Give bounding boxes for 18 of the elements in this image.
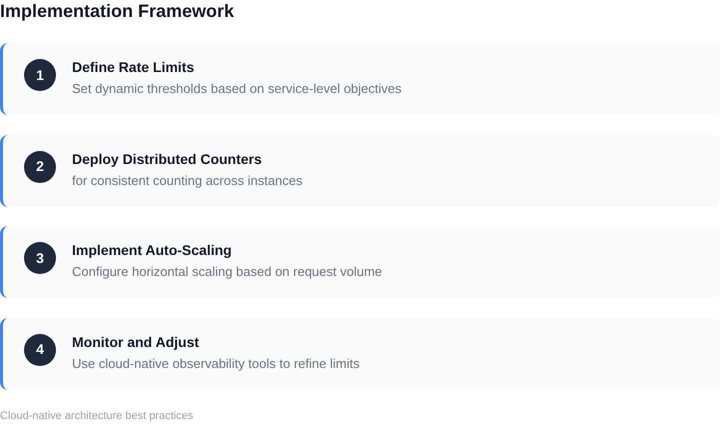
step-card bbox=[0, 134, 720, 207]
step-number: 3 bbox=[24, 242, 56, 274]
step-heading: Implement Auto-Scaling bbox=[72, 241, 232, 260]
step-number: 4 bbox=[24, 334, 56, 366]
step-card bbox=[0, 226, 720, 298]
caption: Cloud-native architecture best practices bbox=[0, 409, 194, 423]
step-heading: Define Rate Limits bbox=[72, 58, 194, 76]
step-heading: Deploy Distributed Counters bbox=[72, 150, 262, 168]
step-card bbox=[0, 318, 720, 390]
step-description: Use cloud-native observability tools to refine limits bbox=[72, 354, 360, 372]
step-number: 2 bbox=[24, 150, 56, 183]
step-description: Set dynamic thresholds based on service-level objectives bbox=[72, 80, 402, 97]
step-number: 1 bbox=[24, 59, 56, 91]
step-card bbox=[0, 43, 720, 115]
step-heading: Monitor and Adjust bbox=[72, 332, 200, 351]
step-description: for consistent counting across instances bbox=[72, 172, 303, 189]
title: Implementation Framework bbox=[0, 0, 234, 22]
step-description: Configure horizontal scaling based on request volume bbox=[72, 263, 382, 280]
